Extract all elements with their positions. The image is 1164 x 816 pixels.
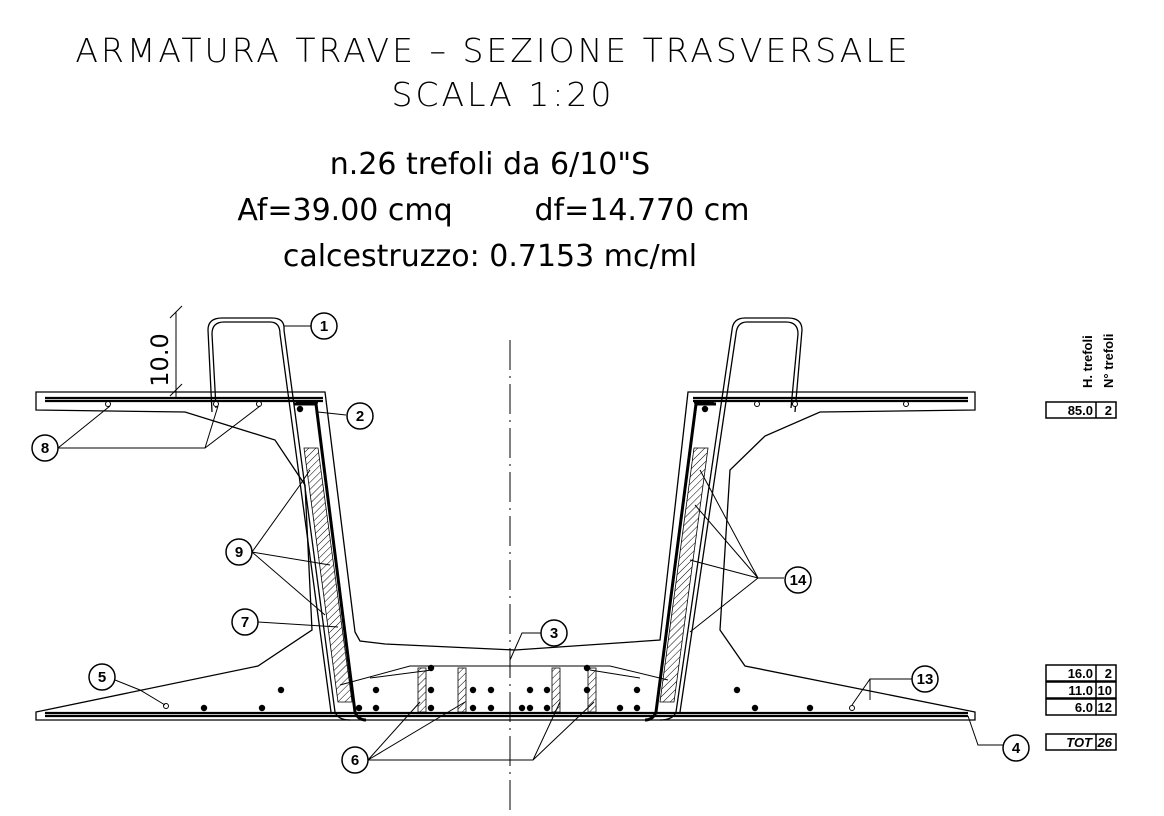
section-outline [35, 391, 976, 721]
strands [200, 405, 814, 712]
svg-text:6.0: 6.0 [1075, 700, 1093, 715]
svg-text:6: 6 [351, 752, 359, 769]
svg-text:2: 2 [356, 408, 364, 425]
svg-text:TOT: TOT [1066, 735, 1093, 750]
callout-4: 4 [1002, 734, 1030, 762]
callout-2: 2 [346, 402, 374, 430]
svg-text:2: 2 [1105, 666, 1112, 681]
svg-text:7: 7 [241, 614, 249, 631]
table-row: 85.0 2 [1045, 401, 1117, 419]
table-total: TOT 26 [1045, 733, 1117, 751]
callout-7: 7 [231, 608, 259, 636]
flange-dimension [169, 305, 183, 398]
table-header-height: H. trefoli [1080, 335, 1095, 388]
svg-text:5: 5 [98, 669, 106, 686]
strand-area: Af=39.00 cmq [237, 193, 452, 228]
callout-8: 8 [31, 434, 59, 462]
drawing-scale: SCALA 1:20 [392, 75, 615, 114]
svg-text:8: 8 [41, 440, 49, 457]
table-header-count: N° trefoli [1101, 334, 1116, 388]
table-row: 11.0 10 [1045, 681, 1117, 699]
svg-text:10: 10 [1098, 683, 1112, 698]
strand-depth: df=14.770 cm [535, 193, 750, 228]
svg-text:2: 2 [1105, 403, 1112, 418]
svg-text:26: 26 [1097, 735, 1113, 750]
drawing-title: ARMATURA TRAVE – SEZIONE TRASVERSALE [75, 31, 910, 70]
callout-13: 13 [911, 665, 939, 693]
svg-text:3: 3 [550, 625, 558, 642]
bottom-slab-top [339, 665, 669, 686]
flange-rebars [45, 396, 968, 718]
callout-9: 9 [225, 538, 253, 566]
callout-3: 3 [540, 619, 568, 647]
svg-text:14: 14 [790, 572, 807, 589]
flange-dimension-value: 10.0 [146, 333, 174, 386]
callout-6: 6 [341, 746, 369, 774]
table-row: 6.0 12 [1045, 698, 1117, 716]
strands-info: n.26 trefoli da 6/10"S [330, 147, 650, 182]
svg-text:11.0: 11.0 [1068, 683, 1093, 698]
svg-text:4: 4 [1012, 740, 1021, 757]
web-stirrups [207, 317, 803, 722]
svg-text:1: 1 [320, 318, 328, 335]
svg-text:16.0: 16.0 [1068, 666, 1093, 681]
concrete-volume: calcestruzzo: 0.7153 mc/ml [283, 239, 697, 274]
svg-text:85.0: 85.0 [1068, 403, 1093, 418]
callout-14: 14 [784, 566, 812, 594]
svg-text:13: 13 [917, 671, 934, 688]
svg-text:9: 9 [235, 544, 243, 561]
callout-1: 1 [310, 312, 338, 340]
web-hatching [303, 447, 709, 713]
callout-5: 5 [88, 663, 116, 691]
table-row: 16.0 2 [1045, 664, 1117, 682]
svg-text:12: 12 [1098, 700, 1112, 715]
leader-lines [57, 325, 1003, 761]
